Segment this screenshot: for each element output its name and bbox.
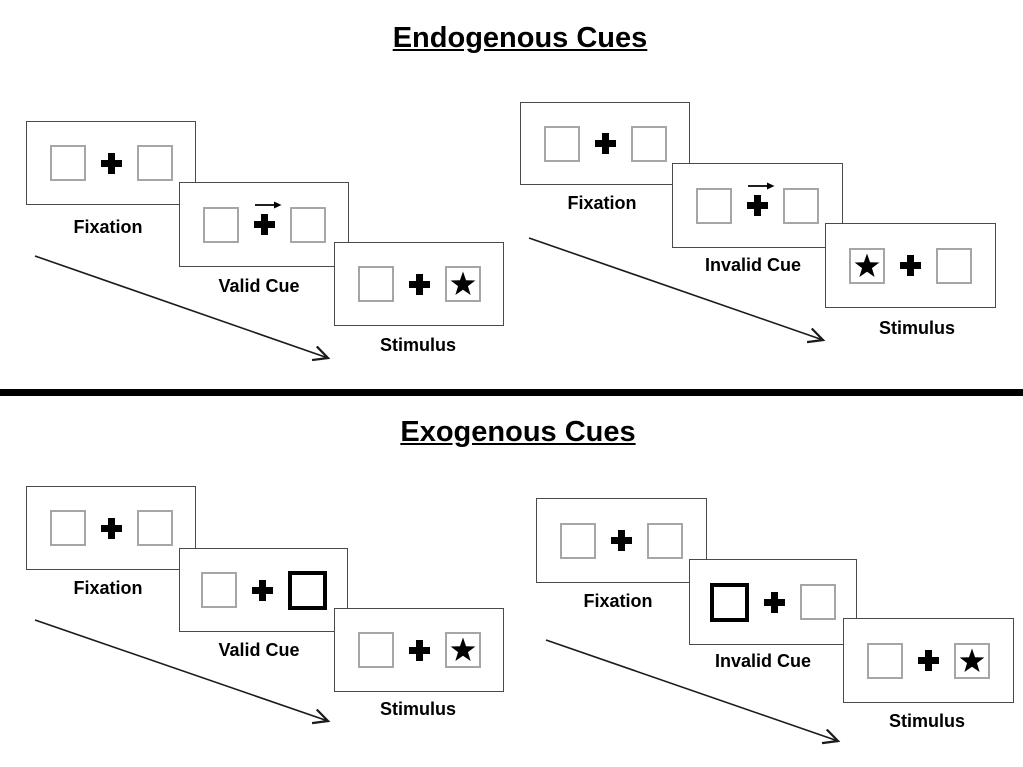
right-box [289,206,326,243]
panel-fixation [26,486,196,570]
section-title-endogenous: Endogenous Cues [392,22,648,54]
right-box [936,247,972,284]
step-label-stimulus: Stimulus [379,335,457,355]
star-icon [450,637,475,662]
right-box-with-target [444,632,481,668]
step-label-valid-cue: Valid Cue [218,276,300,296]
left-box [49,510,86,546]
fixation-cross-icon [747,182,775,216]
left-box-with-target [849,247,885,284]
right-box [630,125,667,162]
panel-fixation [536,498,707,583]
panel-invalid-cue [689,559,857,645]
section-divider [0,389,1023,396]
right-box-cued [287,570,327,610]
star-icon [450,271,475,296]
panel-valid-cue [179,548,348,632]
panel-fixation [520,102,690,185]
panel-stimulus [825,223,996,308]
fixation-cross-icon [253,201,281,235]
left-box [200,572,237,608]
left-box [357,266,394,302]
time-arrow-endogenous-invalid [528,237,823,340]
right-box [800,584,836,620]
time-arrow-exogenous-valid [34,619,328,721]
fixation-cross-icon [611,530,632,551]
left-box [357,632,394,668]
panel-valid-cue [179,182,349,267]
cue-arrow-right-icon [254,201,281,209]
fixation-cross-icon [594,133,616,154]
fixation-cross-icon [408,273,430,295]
fixation-cross-icon [918,650,939,671]
time-arrow-endogenous-valid [34,255,328,358]
step-label-invalid-cue: Invalid Cue [714,651,812,671]
left-box [49,145,86,181]
left-box-cued [710,582,749,622]
panel-stimulus [843,618,1014,703]
right-box [136,510,173,546]
star-icon [854,253,880,277]
left-box [560,522,596,559]
step-label-fixation: Fixation [73,217,143,237]
fixation-cross-icon [764,591,785,613]
right-box [647,522,683,559]
left-box [696,187,732,224]
fixation-cross-icon [408,639,430,661]
left-box [202,206,239,243]
step-label-stimulus: Stimulus [379,699,457,719]
step-label-stimulus: Stimulus [878,318,956,338]
right-box-with-target [444,266,481,302]
right-box [136,145,173,181]
fixation-cross-icon [100,152,122,174]
panel-fixation [26,121,196,205]
fixation-cross-icon [900,255,921,276]
step-label-valid-cue: Valid Cue [218,640,300,660]
right-box [783,187,819,224]
step-label-invalid-cue: Invalid Cue [704,255,802,275]
right-box-with-target [954,642,990,679]
section-title-exogenous: Exogenous Cues [400,416,636,448]
cue-arrow-right-icon [748,182,775,190]
panel-stimulus [334,242,504,326]
panel-invalid-cue [672,163,843,248]
fixation-cross-icon [251,579,273,601]
fixation-cross-icon [100,517,122,539]
step-label-stimulus: Stimulus [888,711,966,731]
left-box [867,642,903,679]
step-label-fixation: Fixation [73,578,143,598]
step-label-fixation: Fixation [583,591,653,611]
star-icon [959,648,985,672]
panel-stimulus [334,608,504,692]
step-label-fixation: Fixation [567,193,637,213]
left-box [543,125,580,162]
